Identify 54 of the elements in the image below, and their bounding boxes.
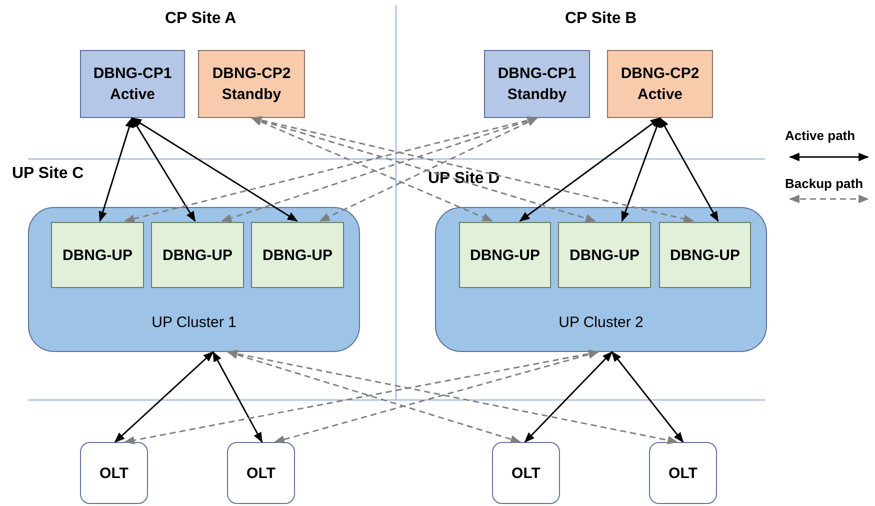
site-label: CP Site A: [165, 10, 236, 28]
connector-arrow: [98, 117, 134, 222]
user-plane-box: [151, 222, 244, 288]
cluster-panel: [28, 207, 360, 352]
node-label: DBNG-UP: [62, 246, 134, 266]
node-label: DBNG-UP: [568, 246, 640, 266]
node-label: DBNG-UP: [669, 246, 741, 266]
cluster-panel: [435, 207, 767, 352]
olt-box: [649, 442, 717, 504]
node-label: OLT: [98, 464, 130, 484]
site-label: CP Site B: [565, 10, 637, 28]
node-label: OLT: [510, 464, 542, 484]
connector-arrow: [251, 117, 493, 222]
controller-box: [198, 50, 305, 118]
node-label: DBNG-CP2 Active: [620, 64, 700, 105]
legend-label: Active path: [785, 128, 856, 143]
connector-arrow: [251, 116, 596, 222]
connector-arrow: [611, 351, 684, 443]
connector-arrow: [131, 117, 298, 222]
node-label: DBNG-CP1 Standby: [496, 64, 578, 105]
node-label: OLT: [246, 464, 276, 484]
connector-arrow: [524, 351, 613, 443]
connector-arrow: [131, 117, 196, 222]
connector-arrow: [227, 350, 521, 444]
user-plane-box: [51, 222, 144, 288]
user-plane-box: [459, 222, 551, 288]
connector-arrow: [319, 117, 538, 222]
node-label: UP Cluster 1: [150, 313, 238, 333]
legend-label: Backup path: [785, 176, 864, 191]
controller-box: [484, 50, 590, 118]
connector-arrow: [274, 350, 599, 444]
user-plane-box: [251, 222, 344, 288]
controller-box: [607, 50, 713, 118]
connector-arrow: [621, 117, 661, 222]
node-label: DBNG-UP: [262, 246, 334, 266]
connector-arrow: [519, 117, 661, 222]
controller-box: [80, 50, 185, 118]
node-label: DBNG-UP: [469, 246, 541, 266]
node-label: DBNG-CP1 Active: [92, 64, 173, 105]
connector-arrow: [212, 351, 263, 443]
connector-arrow: [250, 116, 694, 223]
node-label: DBNG-CP2 Standby: [211, 64, 292, 105]
olt-box: [80, 442, 148, 504]
connector-arrow: [114, 351, 214, 443]
node-label: UP Cluster 2: [558, 313, 644, 333]
site-label: UP Site C: [12, 165, 84, 183]
node-label: OLT: [668, 464, 698, 484]
connector-arrow: [226, 350, 678, 444]
user-plane-box: [659, 222, 751, 288]
olt-box: [492, 442, 560, 504]
node-label: DBNG-UP: [162, 246, 234, 266]
connector-arrow: [659, 117, 719, 222]
user-plane-box: [558, 222, 651, 288]
olt-box: [227, 442, 295, 504]
